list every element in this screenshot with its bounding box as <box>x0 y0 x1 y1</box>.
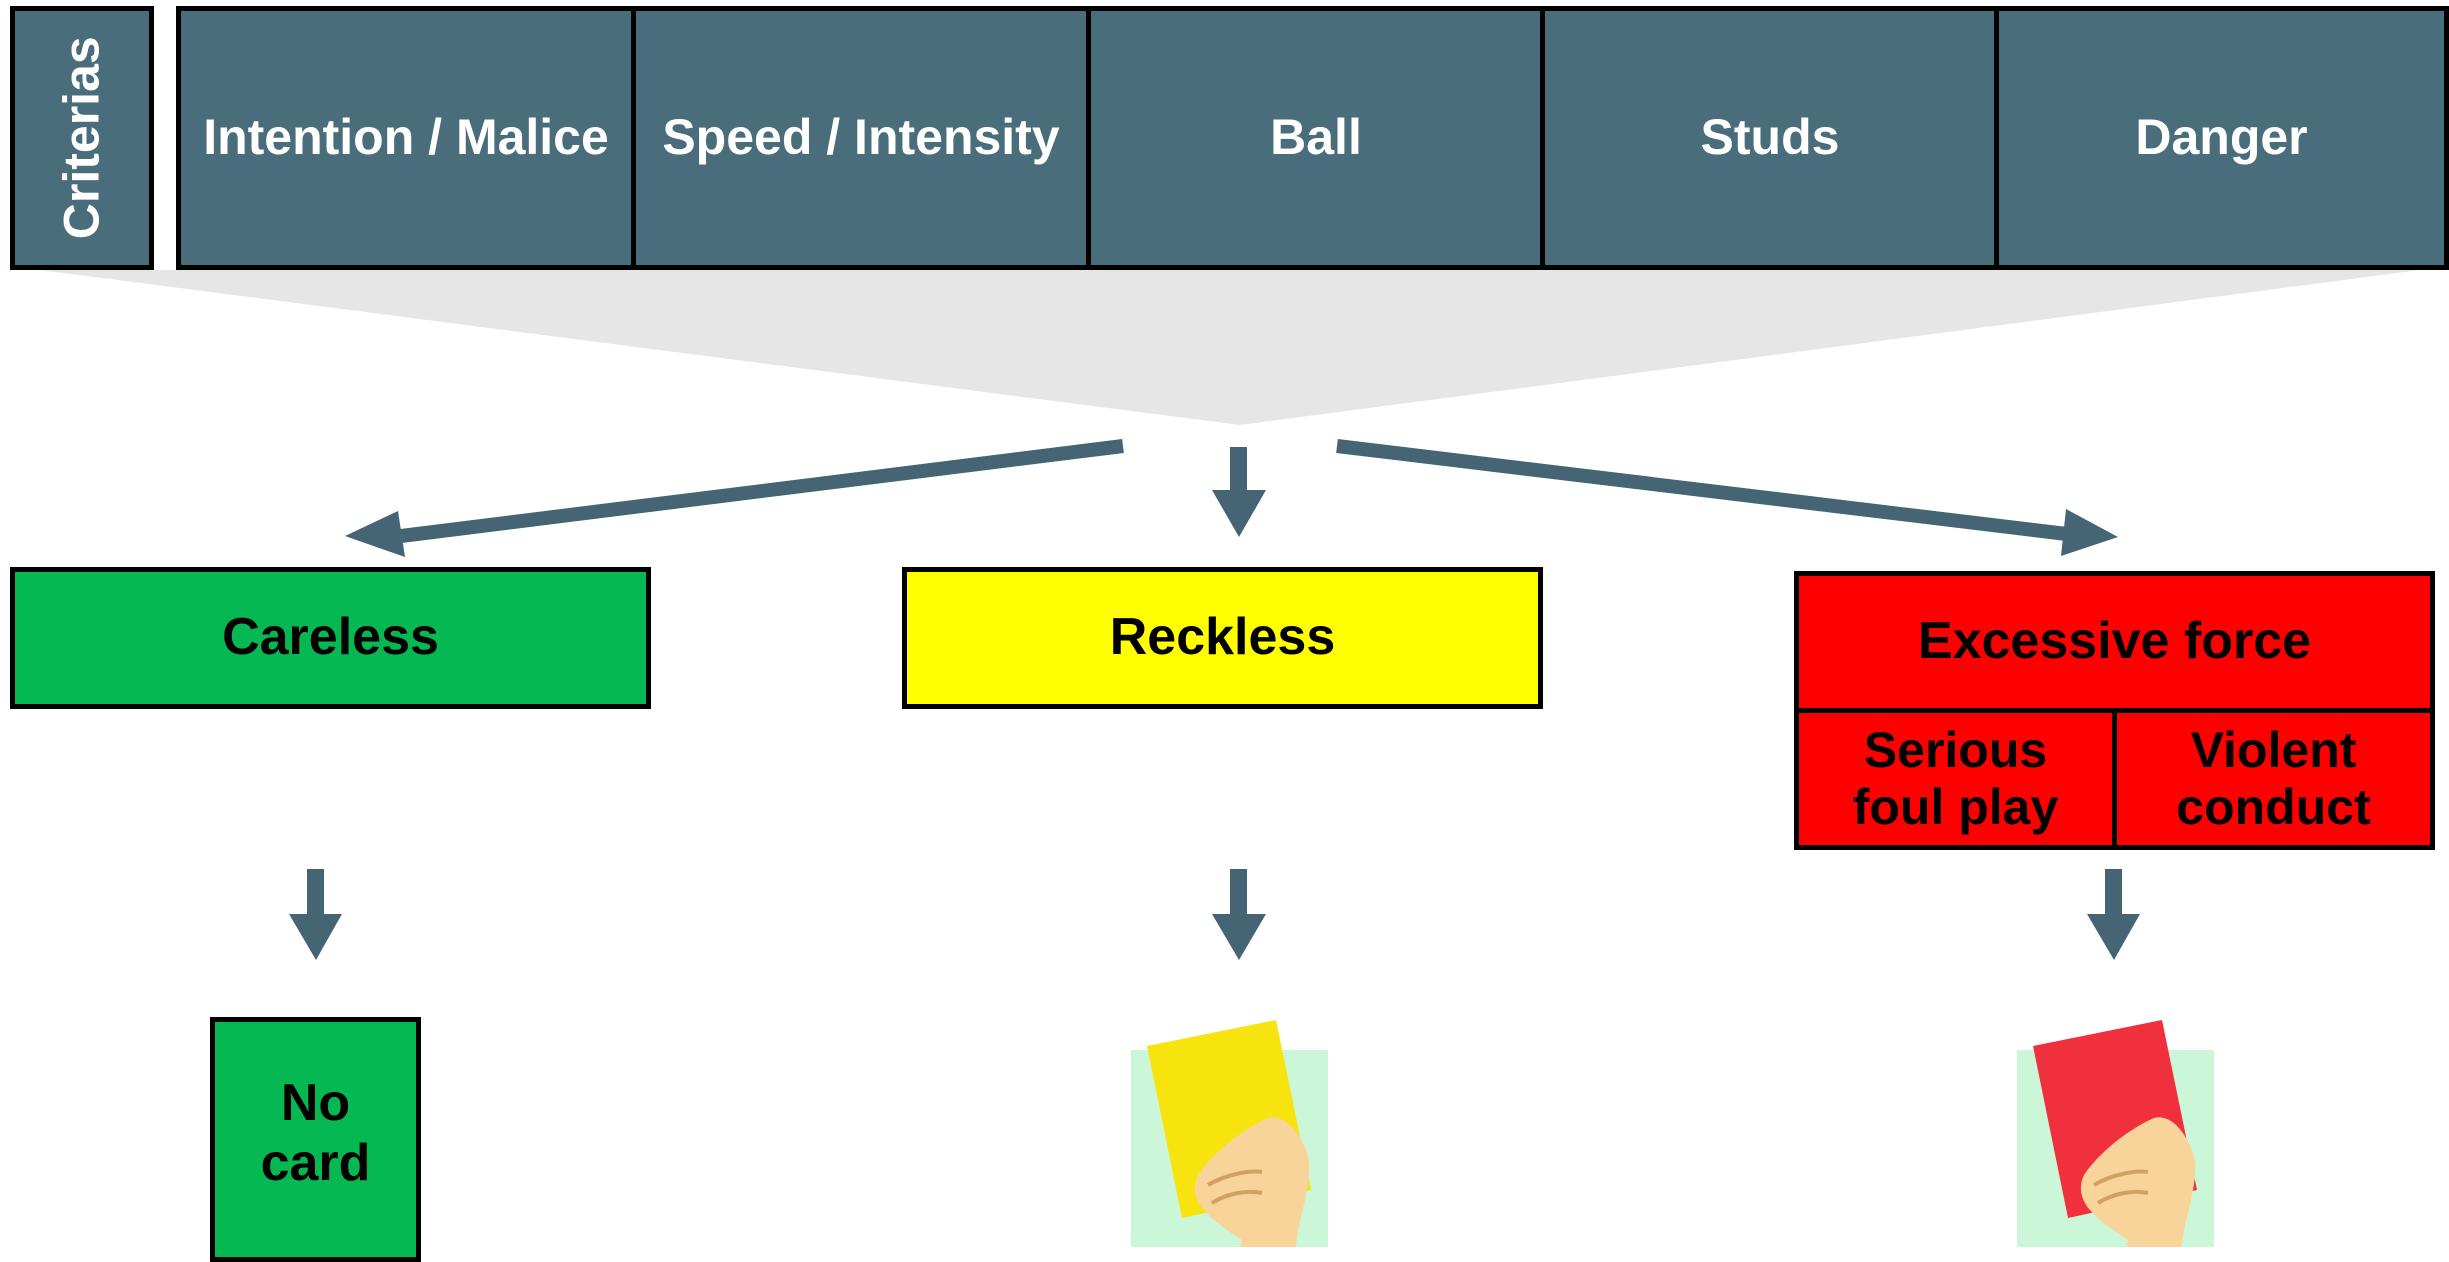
excessive-force-box: Excessive force <box>1794 571 2435 713</box>
arrow-down-icon <box>2087 869 2140 960</box>
serious-foul-play-label: Serious foul play <box>1852 721 2059 836</box>
reckless-box: Reckless <box>902 567 1543 709</box>
criterion-label: Speed / Intensity <box>662 109 1060 166</box>
criterion-speed: Speed / Intensity <box>631 6 1091 270</box>
excessive-force-label: Excessive force <box>1917 612 2312 671</box>
criterion-label: Studs <box>1700 109 1840 166</box>
yellow-card-icon <box>1131 1020 1328 1247</box>
arrow-down-icon <box>1212 447 1266 537</box>
criterion-studs: Studs <box>1540 6 2000 270</box>
criterion-danger: Danger <box>1994 6 2449 270</box>
criterion-label: Danger <box>2135 109 2308 166</box>
arrow-down-icon <box>289 869 342 960</box>
criterion-label: Intention / Malice <box>203 109 609 166</box>
criterion-ball: Ball <box>1086 6 1546 270</box>
reckless-label: Reckless <box>1109 608 1336 667</box>
careless-label: Careless <box>222 608 439 667</box>
criterion-label: Ball <box>1270 109 1362 166</box>
red-card-icon <box>2017 1020 2214 1247</box>
criterion-intention: Intention / Malice <box>176 6 636 270</box>
violent-conduct-box: Violent conduct <box>2112 708 2435 850</box>
violent-conduct-label: Violent conduct <box>2176 721 2371 836</box>
serious-foul-play-box: Serious foul play <box>1794 708 2117 850</box>
arrow-down-icon <box>1212 869 1266 960</box>
arrow-diagonal-icon <box>1336 439 2118 556</box>
criteria-label-box: Criterias <box>10 6 154 270</box>
no-card-label: No card <box>260 1074 371 1192</box>
arrow-diagonal-icon <box>345 439 1124 557</box>
careless-box: Careless <box>10 567 651 709</box>
